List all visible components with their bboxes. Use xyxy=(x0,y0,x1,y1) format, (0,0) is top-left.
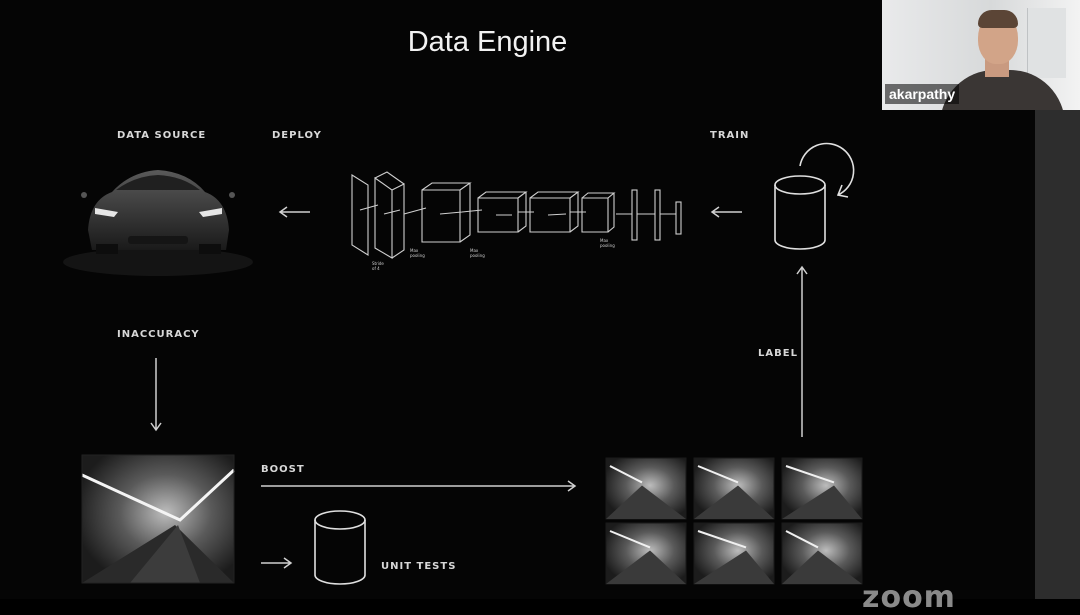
inaccuracy-label: INACCURACY xyxy=(117,329,200,340)
car-image xyxy=(63,170,253,276)
labeled-thumbnails-grid xyxy=(605,457,863,585)
tunnel-thumbnail xyxy=(693,522,775,585)
svg-text:pooling: pooling xyxy=(600,243,615,248)
arrow-down-icon xyxy=(150,358,162,432)
train-label: TRAIN xyxy=(710,130,750,141)
tunnel-thumbnail xyxy=(605,457,687,520)
database-cylinder-icon xyxy=(314,510,366,585)
svg-text:of 4: of 4 xyxy=(372,266,380,271)
cycle-arrow-icon xyxy=(799,142,855,198)
arrow-right-icon xyxy=(261,557,293,569)
svg-text:Max: Max xyxy=(600,238,609,243)
video-background-shelf xyxy=(1027,8,1066,78)
unit-tests-label: UNIT TESTS xyxy=(381,561,457,572)
data-source-label: DATA SOURCE xyxy=(117,130,207,141)
slide: Data Engine DATA SOURCE DEPLOY TRAIN INA… xyxy=(63,26,863,585)
svg-text:Max: Max xyxy=(470,248,479,253)
boost-label: BOOST xyxy=(261,464,305,475)
slide-title: Data Engine xyxy=(407,26,568,58)
slide-graphics: Stride of 4 Max pooling Max pooling Max … xyxy=(63,142,863,585)
arrow-up-icon xyxy=(796,265,808,437)
tunnel-thumbnail xyxy=(693,457,775,520)
svg-text:Max: Max xyxy=(410,248,419,253)
svg-text:pooling: pooling xyxy=(470,253,485,258)
label-step-label: LABEL xyxy=(758,348,798,359)
neural-network-diagram: Stride of 4 Max pooling Max pooling Max … xyxy=(351,171,682,271)
participant-video-tile[interactable]: akarpathy xyxy=(882,0,1080,110)
tunnel-video-thumbnail xyxy=(81,454,236,584)
tunnel-thumbnail xyxy=(605,522,687,585)
arrow-left-icon xyxy=(710,206,742,218)
database-cylinder-icon xyxy=(774,175,826,250)
right-side-panel xyxy=(1035,110,1080,599)
deploy-label: DEPLOY xyxy=(272,130,322,141)
zoom-watermark: zoom xyxy=(862,580,956,615)
participant-name: akarpathy xyxy=(885,84,960,104)
arrow-right-icon xyxy=(261,480,577,492)
svg-text:pooling: pooling xyxy=(410,253,425,258)
tunnel-thumbnail xyxy=(781,457,863,520)
svg-text:Stride: Stride xyxy=(372,261,384,266)
arrow-left-icon xyxy=(278,206,310,218)
participant-hair xyxy=(978,10,1018,28)
tunnel-thumbnail xyxy=(781,522,863,585)
